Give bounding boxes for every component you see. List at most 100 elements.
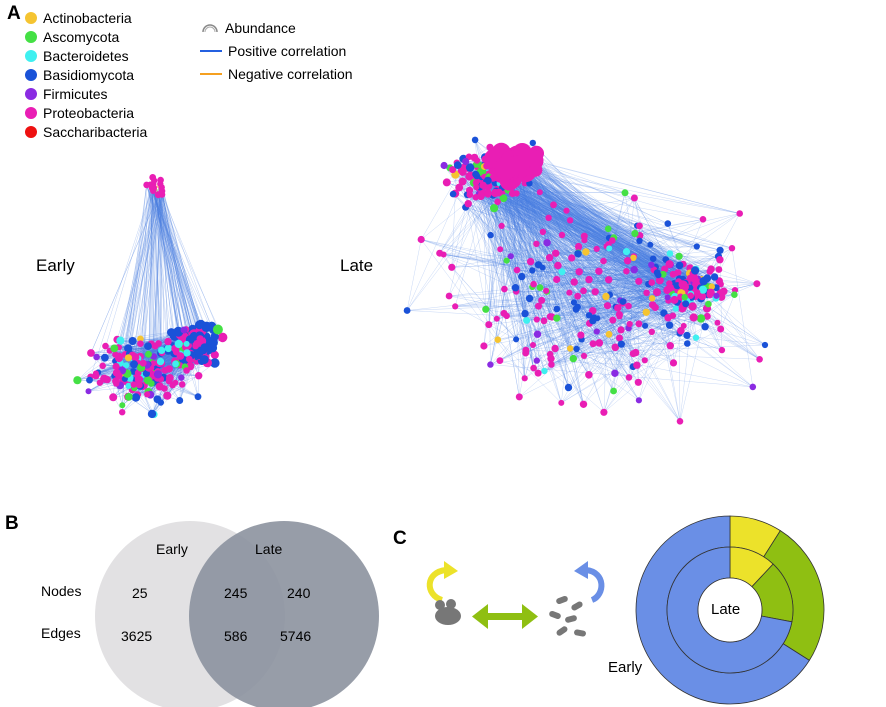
network-node	[546, 350, 554, 358]
network-node	[498, 222, 505, 229]
network-node	[609, 316, 617, 324]
network-node	[116, 352, 123, 359]
network-node	[135, 375, 144, 383]
network-node	[96, 379, 104, 386]
network-node	[672, 305, 679, 312]
network-node	[472, 179, 480, 186]
network-node	[455, 183, 464, 192]
network-node	[87, 349, 95, 357]
network-node	[593, 245, 600, 252]
network-node	[707, 265, 715, 273]
network-node	[183, 349, 191, 357]
network-node	[210, 332, 219, 341]
legend-label: Proteobacteria	[43, 105, 135, 121]
network-node	[696, 314, 706, 323]
network-node	[611, 343, 620, 352]
network-node	[157, 180, 164, 188]
negative-line-icon	[200, 73, 222, 75]
network-node	[529, 139, 536, 147]
network-node	[130, 381, 137, 388]
network-node	[600, 257, 607, 265]
network-node	[530, 364, 537, 372]
network-node	[717, 325, 725, 333]
network-node	[710, 273, 719, 281]
network-node	[688, 302, 697, 311]
network-node	[642, 322, 649, 329]
network-node	[653, 288, 661, 297]
network-node	[636, 237, 643, 244]
network-node	[676, 418, 684, 425]
network-node	[147, 409, 157, 419]
network-node	[196, 335, 204, 343]
network-node	[736, 210, 743, 217]
network-node	[465, 172, 474, 181]
network-node	[130, 360, 138, 369]
network-node	[664, 294, 671, 301]
legend-dot-firmicutes	[25, 88, 37, 100]
network-node	[119, 402, 126, 409]
yellow-loop-arrow	[426, 561, 458, 603]
network-node	[453, 161, 462, 170]
network-node	[545, 214, 552, 221]
network-node	[558, 231, 566, 239]
venn-edges-shared: 586	[224, 628, 248, 644]
network-node	[651, 303, 659, 312]
legend-label: Ascomycota	[43, 29, 120, 45]
network-node	[699, 216, 707, 223]
network-node	[145, 350, 152, 358]
network-node	[150, 360, 157, 367]
panel-letter-b: B	[5, 513, 19, 534]
early-network-label: Early	[36, 256, 75, 275]
network-node	[533, 330, 542, 338]
network-node	[194, 320, 204, 330]
network-node	[543, 287, 550, 294]
network-node	[521, 375, 528, 382]
network-node	[507, 253, 514, 260]
network-node	[511, 284, 520, 292]
network-node	[692, 281, 699, 288]
network-node	[616, 334, 623, 342]
positive-correlation-label: Positive correlation	[228, 43, 347, 59]
network-node	[442, 178, 451, 187]
network-node	[553, 305, 561, 313]
network-node	[686, 274, 694, 282]
network-node	[485, 321, 493, 329]
legend-dot-basidiomycota	[25, 69, 37, 81]
network-node	[558, 399, 565, 406]
network-node	[124, 354, 132, 362]
network-node	[683, 331, 691, 339]
network-node	[564, 383, 573, 392]
network-node	[577, 331, 585, 339]
network-node	[101, 353, 109, 362]
legend-label: Bacteroidetes	[43, 48, 129, 64]
network-node	[630, 194, 638, 202]
network-node	[625, 302, 632, 310]
network-node	[647, 241, 654, 248]
network-node	[666, 342, 674, 350]
network-node	[551, 344, 559, 353]
venn-edges-late-only: 5746	[280, 628, 312, 644]
network-node	[655, 271, 662, 279]
network-node	[522, 346, 530, 354]
network-node	[619, 298, 627, 305]
network-node	[553, 275, 561, 284]
network-node	[585, 275, 593, 284]
network-node	[484, 190, 492, 198]
network-node	[472, 194, 479, 201]
network-node	[600, 408, 608, 416]
network-node	[150, 187, 157, 194]
network-node	[480, 342, 488, 350]
network-node	[669, 270, 677, 278]
network-node	[165, 365, 173, 373]
network-node	[479, 181, 487, 189]
network-node	[641, 357, 648, 364]
network-node	[128, 337, 137, 345]
network-node	[669, 359, 678, 367]
network-node	[684, 340, 691, 347]
venn-late-label: Late	[255, 541, 283, 557]
network-node	[167, 328, 176, 337]
network-node	[703, 312, 711, 320]
network-node	[157, 399, 164, 406]
network-node	[568, 254, 576, 262]
